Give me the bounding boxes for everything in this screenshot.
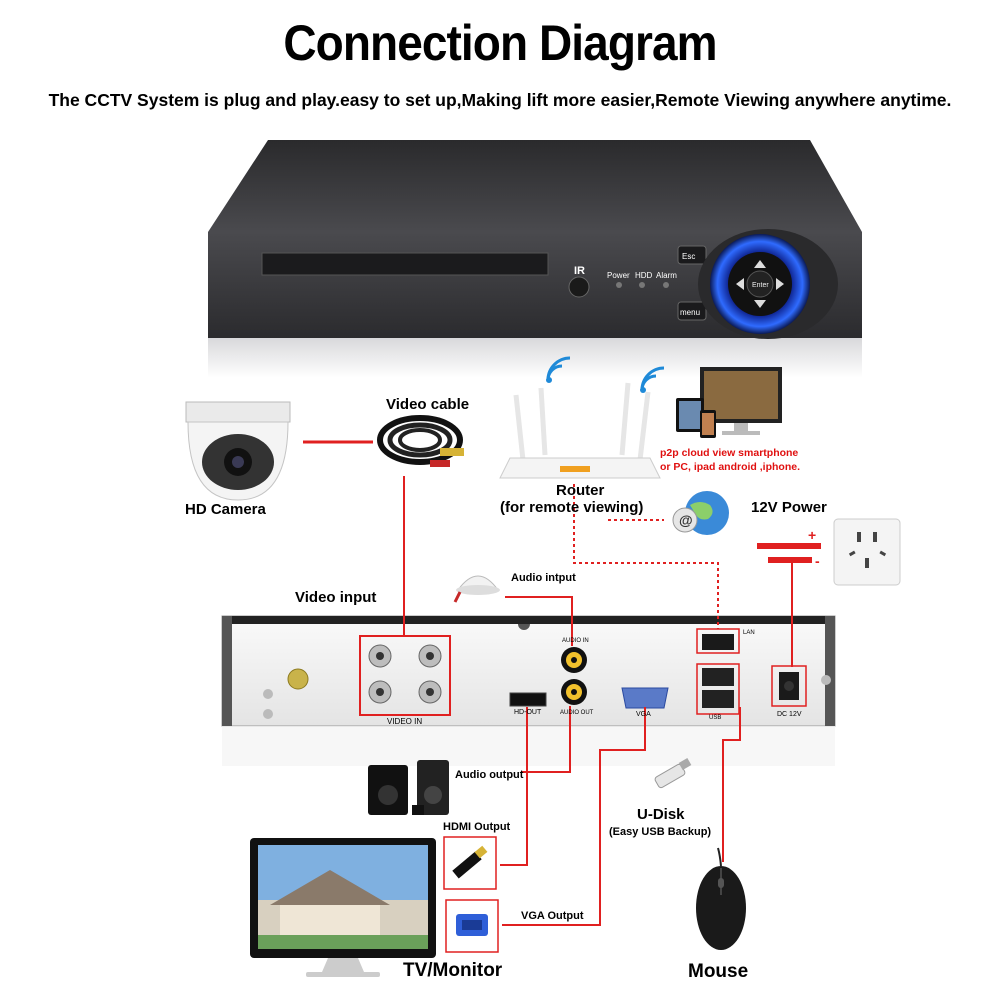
usb-stick-image (654, 758, 692, 789)
mouse-label: Mouse (688, 961, 749, 982)
ir-label: IR (574, 265, 585, 277)
video-cable-label: Video cable (386, 396, 470, 413)
hd-camera-label: HD Camera (185, 501, 266, 518)
video-cable-image (377, 415, 464, 467)
hdd-led-label: HDD (635, 271, 653, 280)
vga-cable-box (445, 899, 499, 953)
dc12v-port-label: DC 12V (777, 711, 802, 718)
connection-wires (303, 440, 793, 926)
vga-port-label: VGA (636, 711, 651, 718)
microphone-image (453, 575, 500, 603)
svg-text:-: - (815, 553, 820, 569)
hdmi-port (509, 692, 547, 707)
alarm-led-label: Alarm (656, 271, 677, 280)
power-socket-image (833, 518, 901, 586)
audio-out-port-label: AUDIO OUT (560, 710, 594, 716)
mouse-image (696, 847, 746, 950)
hdmi-cable-image (452, 845, 488, 879)
tv-monitor-label: TV/Monitor (403, 960, 503, 981)
hd-out-port-label: HD-OUT (514, 709, 542, 716)
svg-text:@: @ (679, 512, 693, 528)
enter-button[interactable]: Enter (752, 282, 769, 289)
dvr-front-unit (208, 140, 862, 378)
power-label: 12V Power (751, 499, 827, 516)
udisk-label: U-Disk (637, 806, 685, 823)
audio-input-label: Audio intput (511, 572, 576, 584)
speakers-image (368, 760, 449, 815)
audio-output-label: Audio output (455, 769, 524, 781)
audio-in-port-label: AUDIO IN (562, 638, 589, 644)
lan-port-label: LAN (743, 630, 755, 636)
usb-port-label: USB (709, 715, 722, 721)
bnc-connectors (368, 644, 442, 704)
router-label: Router (556, 482, 605, 499)
router-sub-label: (for remote viewing) (500, 499, 644, 516)
battery-symbol: + - (757, 527, 821, 569)
hdmi-output-label: HDMI Output (443, 821, 511, 833)
page-title: Connection Diagram (283, 15, 717, 71)
internet-globe-icon: @ (672, 491, 729, 535)
lan-usb-ports (696, 628, 740, 715)
power-led-label: Power (607, 271, 630, 280)
p2p-label-line1: p2p cloud view smartphone (660, 447, 799, 459)
p2p-label-line2: or PC, ipad android ,iphone. (660, 461, 801, 473)
video-input-label: Video input (295, 589, 377, 606)
esc-button[interactable]: Esc (682, 252, 695, 261)
router-image (499, 356, 665, 479)
dvr-back-panel (221, 615, 836, 766)
tv-monitor-image (250, 838, 436, 977)
vga-output-label: VGA Output (521, 910, 584, 922)
dc-power-jack (771, 665, 807, 707)
menu-button[interactable]: menu (680, 308, 700, 317)
dome-camera-image (185, 401, 291, 501)
page-subtitle: The CCTV System is plug and play.easy to… (48, 90, 952, 110)
video-in-port-label: VIDEO IN (387, 717, 423, 726)
vga-cable-image (456, 914, 488, 936)
svg-text:+: + (808, 527, 816, 543)
vga-port (621, 687, 669, 709)
udisk-sub-label: (Easy USB Backup) (609, 826, 712, 838)
rca-connectors (561, 647, 587, 705)
remote-devices-image (676, 367, 782, 438)
